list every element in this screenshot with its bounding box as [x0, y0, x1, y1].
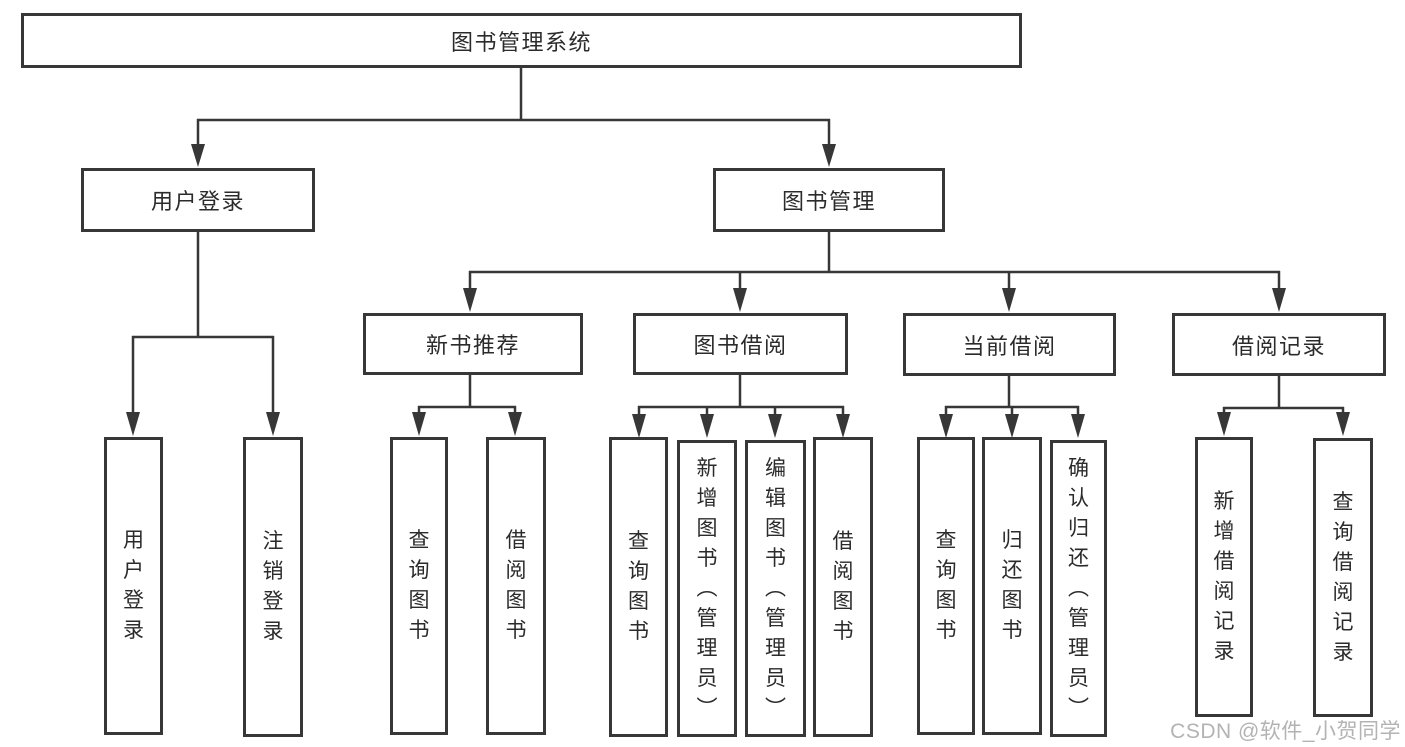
node-label: 借阅记录	[1231, 333, 1326, 359]
node-label: 当前借阅	[962, 333, 1057, 359]
leaf-user-login: 用户登录	[104, 437, 163, 735]
leaf-borrowing-add-books-admin: 新增图书︵管理员︶	[677, 440, 737, 737]
node-current-borrowing: 当前借阅	[903, 313, 1116, 376]
csdn-watermark: CSDN @软件_小贺同学	[1170, 720, 1401, 743]
leaf-current-query-books: 查询图书	[917, 437, 975, 735]
node-book-management-branch: 图书管理	[713, 168, 945, 232]
node-label: 图书管理	[781, 189, 876, 214]
connector-borrowing-to-leaves	[632, 375, 850, 438]
arrowhead	[463, 288, 477, 312]
arrowhead	[126, 412, 140, 436]
connector-root-to-branches	[191, 68, 836, 167]
arrowhead	[1217, 412, 1231, 436]
arrowhead	[836, 414, 850, 438]
node-user-login-branch: 用户登录	[81, 168, 315, 232]
arrowhead	[508, 412, 522, 436]
leaf-current-return-books: 归还图书	[982, 437, 1042, 735]
connector-newbooks-to-leaves	[412, 375, 522, 436]
leaf-borrowing-edit-books-admin: 编辑图书︵管理员︶	[745, 440, 806, 737]
node-new-book-recommendation: 新书推荐	[363, 313, 583, 375]
leaf-records-add-borrow-record: 新增借阅记录	[1195, 437, 1253, 717]
leaf-label: 查询图书	[408, 529, 430, 642]
arrowhead	[733, 288, 747, 312]
arrowhead	[768, 414, 782, 438]
connector-records-to-leaves	[1217, 376, 1350, 436]
arrowhead	[1071, 414, 1085, 438]
arrowhead	[191, 144, 205, 167]
leaf-borrowing-query-books: 查询图书	[609, 437, 668, 737]
leaf-label: 查询图书	[628, 530, 649, 643]
arrowhead	[822, 144, 836, 167]
arrowhead	[1336, 412, 1350, 436]
arrowhead	[939, 414, 953, 438]
leaf-records-query-borrow-record: 查询借阅记录	[1313, 438, 1373, 717]
leaf-logout: 注销登录	[243, 437, 303, 737]
connector-current-to-leaves	[939, 376, 1085, 438]
leaf-label: 借阅图书	[505, 529, 527, 642]
arrowhead	[700, 414, 714, 438]
leaf-borrowing-borrow-books: 借阅图书	[813, 437, 873, 737]
arrowhead	[1272, 288, 1286, 312]
connector-mgmt-to-modules	[463, 232, 1286, 312]
leaf-label: 查询图书	[935, 529, 957, 642]
leaf-newbooks-query-books: 查询图书	[390, 437, 448, 735]
leaf-label: 注销登录	[262, 530, 284, 643]
leaf-label: 借阅图书	[832, 530, 854, 643]
leaf-label: 查询借阅记录	[1332, 490, 1354, 664]
leaf-label: 编辑图书︵管理员︶	[765, 456, 786, 720]
arrowhead	[266, 412, 280, 436]
node-borrowing-records: 借阅记录	[1172, 313, 1386, 376]
node-label: 图书管理系统	[450, 29, 592, 55]
leaf-label: 确认归还︵管理员︶	[1068, 456, 1089, 720]
leaf-label: 新增借阅记录	[1213, 490, 1235, 663]
node-book-borrowing: 图书借阅	[633, 313, 848, 375]
node-label: 图书借阅	[693, 333, 788, 358]
arrowhead	[412, 412, 426, 436]
leaf-label: 新增图书︵管理员︶	[696, 456, 718, 720]
leaf-label: 归还图书	[1001, 529, 1023, 642]
leaf-current-confirm-return-admin: 确认归还︵管理员︶	[1050, 440, 1107, 737]
node-label: 新书推荐	[425, 333, 520, 358]
arrowhead	[1005, 414, 1019, 438]
arrowhead	[1002, 288, 1016, 312]
leaf-label: 用户登录	[123, 529, 144, 642]
node-label: 用户登录	[150, 189, 245, 214]
connector-user-to-leaves	[126, 232, 280, 436]
leaf-newbooks-borrow-books: 借阅图书	[486, 437, 546, 735]
arrowhead	[632, 414, 646, 438]
node-library-management-system: 图书管理系统	[21, 13, 1022, 68]
